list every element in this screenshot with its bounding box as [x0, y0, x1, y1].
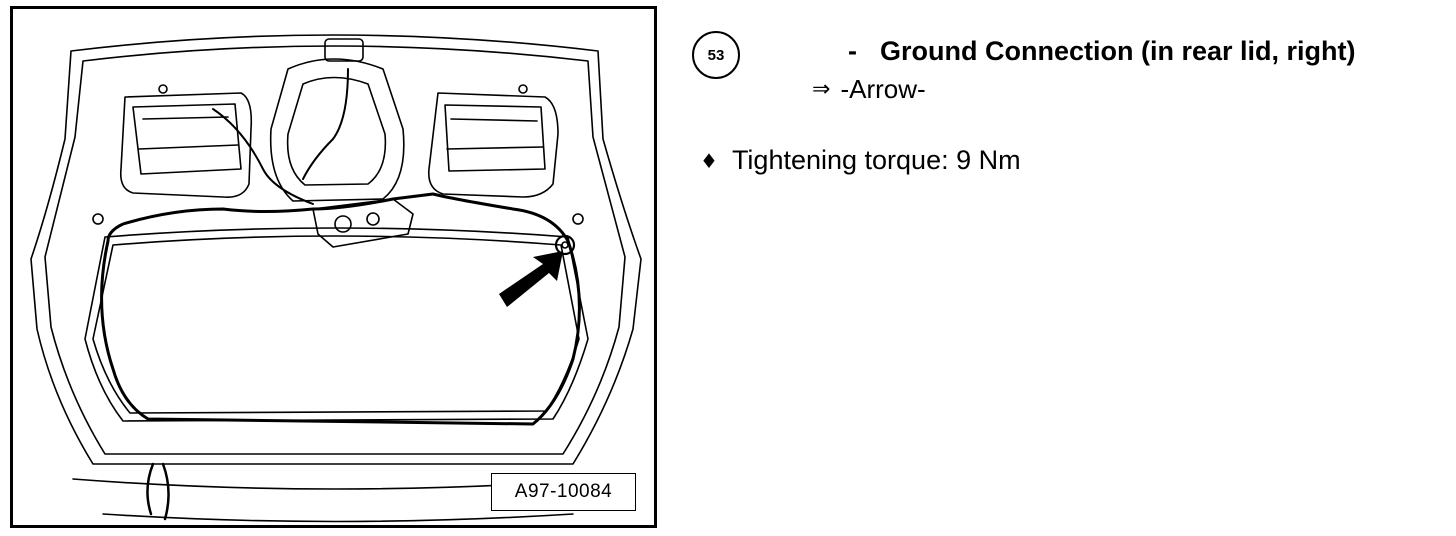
double-arrow-right-icon: ⇒: [812, 77, 831, 102]
step-title: Ground Connection (in rear lid, right): [880, 36, 1356, 66]
step-dash: -: [848, 36, 857, 66]
figure-id-label: A97-10084: [491, 473, 636, 511]
rear-lid-drawing: [30, 34, 642, 523]
torque-spec-text: Tightening torque: 9 Nm: [731, 145, 1021, 175]
step-number-badge: 53: [692, 31, 740, 79]
arrow-pointer-icon: [499, 251, 563, 307]
lid-inner-outline: [44, 45, 626, 455]
spec-item: ♦ Tightening torque: 9 Nm: [700, 145, 1021, 176]
window-aperture: [84, 227, 589, 422]
center-housing: [269, 58, 405, 202]
rear-lid-illustration: A97-10084: [10, 6, 657, 528]
right-recess: [427, 92, 559, 198]
ground-connection-point: [554, 234, 576, 256]
diamond-bullet-icon: ♦: [700, 148, 718, 173]
lock-module: [312, 198, 414, 248]
left-recess: [119, 92, 253, 199]
lid-outer-outline: [30, 34, 642, 465]
wiring-harness: [100, 192, 581, 426]
arrow-reference-text: -Arrow-: [840, 74, 926, 104]
arrow-reference: ⇒ -Arrow-: [812, 74, 926, 105]
